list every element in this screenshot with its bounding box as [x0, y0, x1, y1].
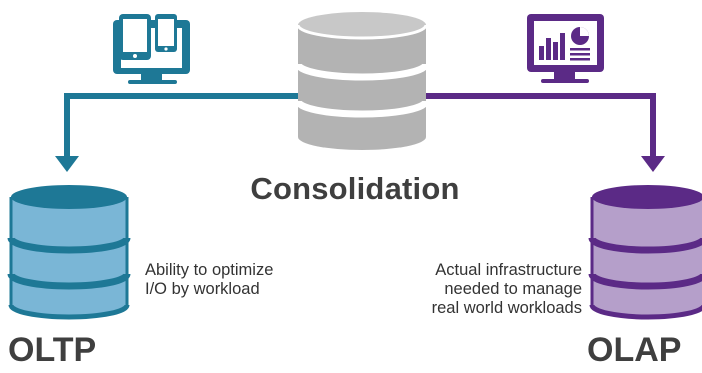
olap-description: Actual infrastructure needed to manage r…: [360, 261, 582, 318]
olap-description-line: Actual infrastructure: [435, 261, 582, 279]
oltp-label: OLTP: [8, 331, 97, 369]
olap-database-icon: [588, 185, 702, 320]
right-arrowhead: [641, 156, 665, 172]
left-arrowhead: [55, 156, 79, 172]
oltp-description-line: Ability to optimize: [145, 261, 274, 279]
olap-description-line: real world workloads: [431, 299, 582, 317]
left-connector-line: [64, 93, 298, 158]
center-title: Consolidation: [250, 171, 460, 206]
left-connector: [55, 93, 298, 172]
right-connector-line: [425, 93, 656, 158]
center-database-icon: [294, 12, 430, 150]
oltp-description-line: I/O by workload: [145, 280, 260, 298]
oltp-description: Ability to optimize I/O by workload: [145, 261, 365, 299]
devices-monitor-icon: [113, 14, 190, 84]
analytics-monitor-icon: [527, 14, 604, 83]
olap-description-line: needed to manage: [444, 280, 582, 298]
right-connector: [425, 93, 665, 172]
oltp-database-icon: [7, 185, 131, 320]
olap-label: OLAP: [587, 331, 682, 369]
